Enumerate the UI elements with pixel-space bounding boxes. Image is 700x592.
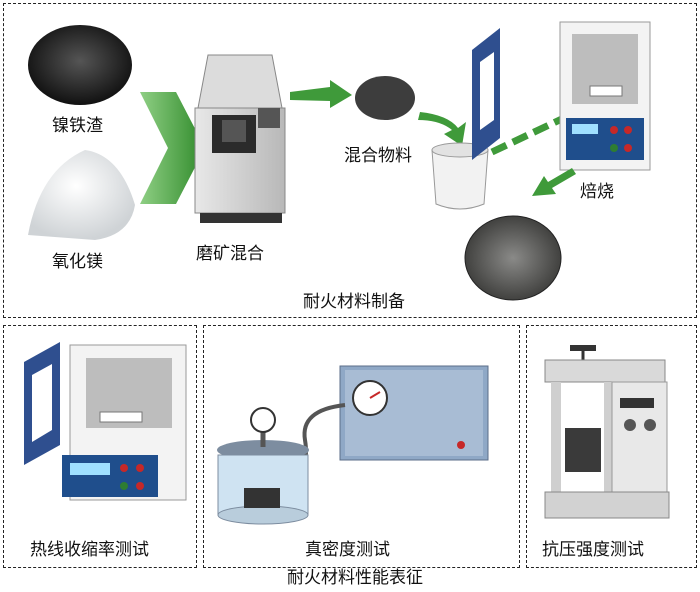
preparation-frame [3, 3, 697, 318]
strength-frame [526, 325, 697, 568]
label-slag: 镍铁渣 [52, 116, 103, 136]
arrow-to-crucible-icon [418, 112, 466, 146]
label-density-test: 真密度测试 [305, 540, 390, 560]
grinding-mill-image [194, 54, 286, 223]
density-apparatus-image [217, 365, 489, 525]
slag-sample [28, 25, 132, 105]
magnesia-sample [28, 150, 135, 240]
label-strength-test: 抗压强度测试 [542, 540, 644, 560]
label-mixed-material: 混合物料 [344, 146, 412, 166]
preparation-title: 耐火材料制备 [303, 292, 405, 312]
compression-machine-image [544, 345, 670, 519]
label-firing: 焙烧 [580, 182, 614, 202]
label-shrinkage-test: 热线收缩率测试 [30, 540, 149, 560]
fired-sample-disc [464, 215, 562, 301]
muffle-furnace-image [472, 21, 651, 171]
chevron-arrow-icon [140, 92, 205, 204]
label-magnesia: 氧化镁 [52, 252, 103, 272]
shrinkage-frame [3, 325, 197, 568]
arrow-to-mix-icon [290, 80, 352, 108]
shrinkage-furnace-image [24, 342, 187, 501]
label-grinding: 磨矿混合 [196, 244, 264, 264]
arrow-to-disc-icon [532, 168, 576, 196]
mixed-material-sample [355, 76, 415, 120]
density-frame [203, 325, 520, 568]
characterization-title: 耐火材料性能表征 [284, 568, 426, 588]
